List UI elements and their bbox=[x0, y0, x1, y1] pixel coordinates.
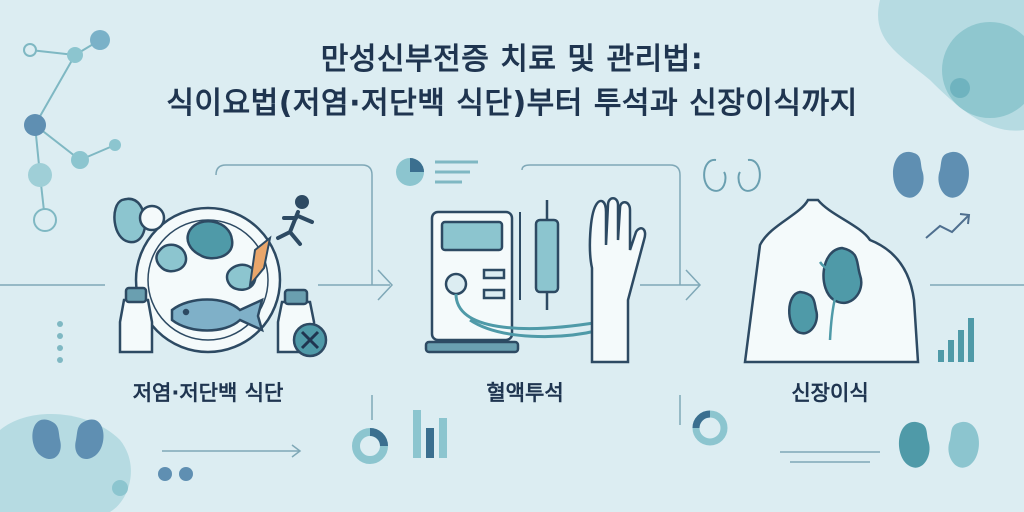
pie-chart-icon bbox=[396, 158, 478, 186]
diet-plate-icon bbox=[113, 195, 328, 358]
step-label-transplant: 신장이식 bbox=[791, 381, 869, 405]
dot-pair-icon bbox=[158, 467, 193, 481]
page-title-line2: 식이요법(저염·저단백 식단)부터 투석과 신장이식까지 bbox=[166, 86, 858, 121]
flow-connectors bbox=[0, 164, 1024, 463]
step-label-dialysis: 혈액투석 bbox=[486, 381, 564, 405]
decor-charts bbox=[57, 158, 974, 481]
bar-chart-icon bbox=[413, 410, 447, 458]
decor-kidney-outline-top bbox=[703, 159, 761, 192]
page-title-line1: 만성신부전증 치료 및 관리법: bbox=[320, 42, 704, 77]
donut-chart-icon-2 bbox=[692, 410, 728, 446]
trend-line-icon bbox=[925, 213, 971, 239]
dot-column-icon bbox=[57, 321, 63, 363]
kidney-transplant-icon bbox=[743, 198, 920, 364]
decor-kidney-bottom-right bbox=[898, 421, 980, 468]
bar-chart-icon-2 bbox=[938, 318, 974, 362]
step-label-diet: 저염·저단백 식단 bbox=[132, 381, 284, 405]
donut-chart-icon bbox=[352, 428, 388, 464]
molecule-network-icon bbox=[23, 30, 121, 232]
hemodialysis-machine-icon bbox=[424, 197, 647, 364]
decor-kidney-bottom-left bbox=[32, 419, 104, 460]
decor-kidney-top-right bbox=[892, 151, 970, 198]
